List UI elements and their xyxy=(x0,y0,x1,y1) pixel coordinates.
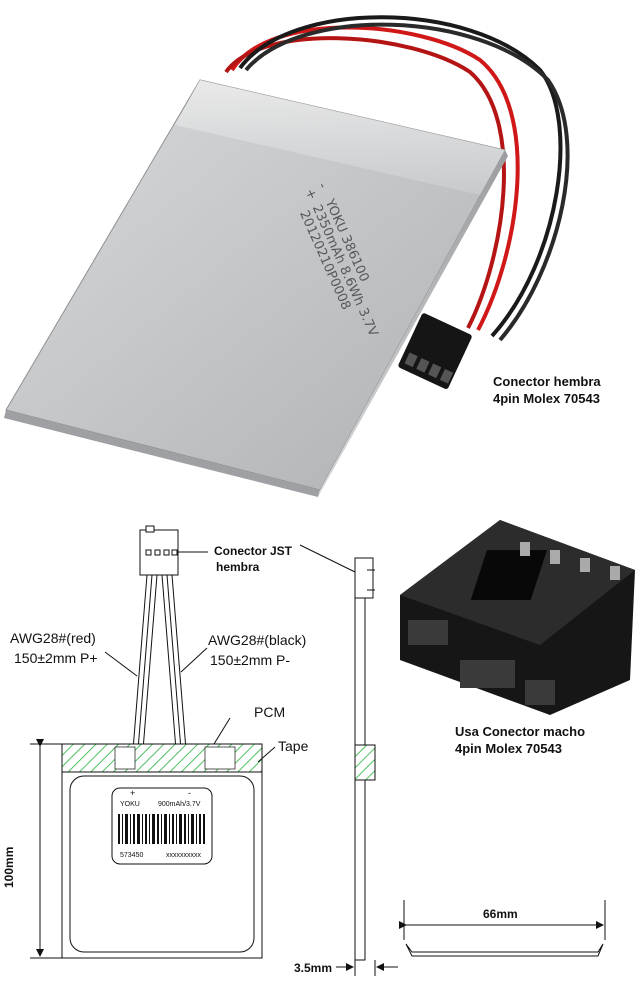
jst-connector-drawing xyxy=(139,525,179,576)
cell-inner-outline xyxy=(69,775,255,953)
red-wire-leader xyxy=(104,651,138,677)
female-connector-label-line2: 4pin Molex 70543 xyxy=(493,391,600,406)
male-connector-label-line2: 4pin Molex 70543 xyxy=(455,741,562,756)
red-wire-photo xyxy=(230,25,520,331)
red-wire-label-line2: 150±2mm P+ xyxy=(14,650,98,666)
male-connector-label-line1: Usa Conector macho xyxy=(455,724,586,739)
side-view xyxy=(354,557,376,961)
male-connector-photo xyxy=(400,520,635,715)
tape-label: Tape xyxy=(278,738,309,754)
black-wire-photo-2 xyxy=(244,22,570,342)
width-dimension-label: 66mm xyxy=(483,907,518,921)
technical-drawing xyxy=(30,525,606,976)
jst-label-line2: hembra xyxy=(216,560,260,574)
height-dimension-label: 100mm xyxy=(2,846,16,888)
sticker-model: 573450 xyxy=(120,852,144,859)
sticker-serial: xxxxxxxxxx xyxy=(166,852,201,859)
sticker-plus: + xyxy=(130,788,136,798)
barcode xyxy=(118,814,205,844)
tape-leader xyxy=(257,746,276,763)
wires-drawing xyxy=(132,574,187,751)
thickness-dimension-label: 3.5mm xyxy=(294,961,333,975)
black-wire-label-line1: AWG28#(black) xyxy=(208,632,307,648)
jst-label-line1: Conector JST xyxy=(214,544,293,558)
battery-photo: - + YOKU 386100 2350mAh 8.6Wh 3.7V 20120… xyxy=(4,15,570,497)
pcm-label: PCM xyxy=(254,704,286,720)
sticker-rating: 900mAh/3.7V xyxy=(158,801,201,808)
female-connector-label-line1: Conector hembra xyxy=(493,374,601,389)
red-wire-label-line1: AWG28#(red) xyxy=(10,630,96,646)
battery-top-strip xyxy=(175,80,505,195)
end-view-profile xyxy=(405,943,604,957)
jst-side-leader xyxy=(299,544,356,573)
sticker-brand: YOKU xyxy=(120,801,140,808)
sticker-minus: - xyxy=(188,788,191,798)
pcm-leader xyxy=(213,717,231,745)
battery-side xyxy=(318,150,508,497)
battery-print-minus: - xyxy=(314,181,330,192)
black-wire-label-line2: 150±2mm P- xyxy=(210,652,291,668)
battery-edge xyxy=(4,410,320,497)
black-wire-leader xyxy=(180,647,208,673)
cell-outline xyxy=(61,743,263,959)
female-connector-photo xyxy=(398,313,472,389)
